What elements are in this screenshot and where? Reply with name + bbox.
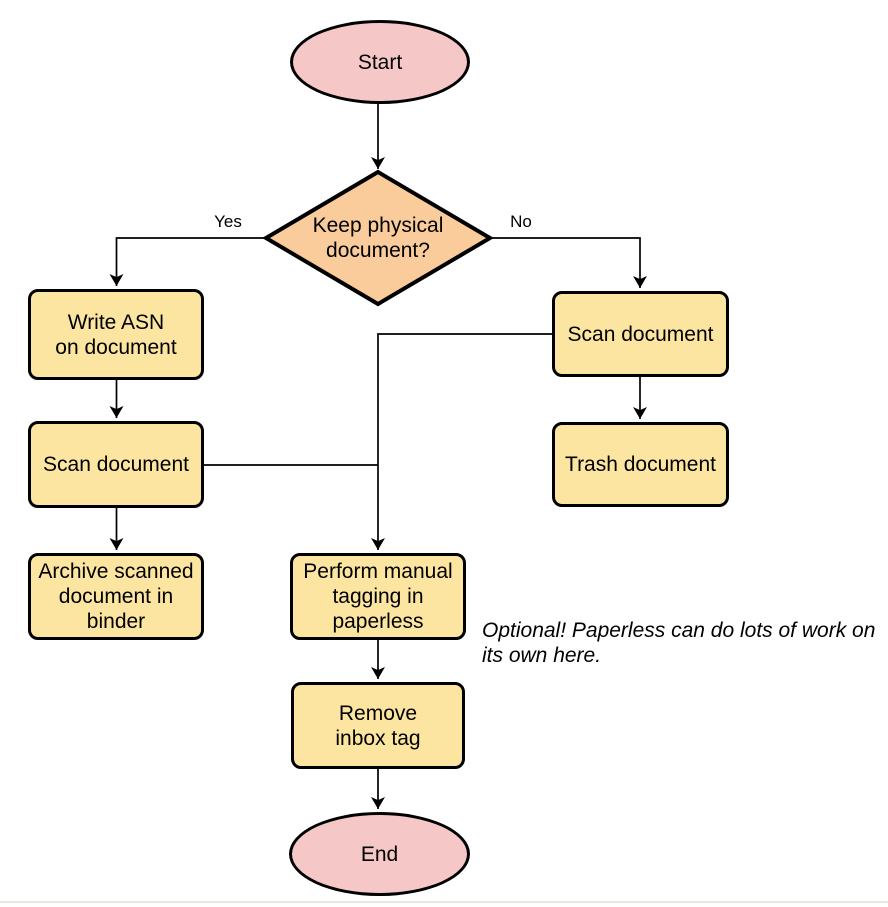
node-write-asn-label: Write ASN on document [55,310,177,359]
node-archive-label: Archive scanned document in binder [38,560,194,633]
node-archive-binder: Archive scanned document in binder [28,553,204,640]
edge-no [490,237,647,288]
page-bottom-divider [0,901,888,903]
node-scan-right-label: Scan document [567,322,714,346]
node-trash-document: Trash document [552,422,729,507]
node-remove-inbox-tag: Remove inbox tag [291,682,465,769]
node-decision: Keep physical document? [278,206,478,270]
node-remove-inbox-label: Remove inbox tag [335,701,421,750]
node-manual-tagging: Perform manual tagging in paperless [290,553,466,640]
decision-diamond-shape [262,169,494,307]
node-tagging-label: Perform manual tagging in paperless [303,560,453,633]
edge-yes [109,237,266,286]
edge-scanright-tagging [371,333,552,550]
node-end: End [289,812,470,896]
node-decision-label: Keep physical document? [312,214,444,262]
edge-label-yes: Yes [206,212,250,232]
node-trash-label: Trash document [565,453,716,476]
node-scan-left-label: Scan document [43,453,189,476]
edge-label-no: No [499,212,543,232]
no-label-text: No [510,212,532,231]
yes-label-text: Yes [214,212,242,231]
node-end-label: End [360,842,399,866]
node-scan-document-right: Scan document [552,291,729,377]
node-start: Start [290,20,470,104]
node-write-asn: Write ASN on document [28,289,204,380]
optional-note: Optional! Paperless can do lots of work … [482,593,875,668]
optional-note-text: Optional! Paperless can do lots of work … [482,619,876,667]
node-scan-document-left: Scan document [28,421,204,508]
node-start-label: Start [357,50,403,74]
